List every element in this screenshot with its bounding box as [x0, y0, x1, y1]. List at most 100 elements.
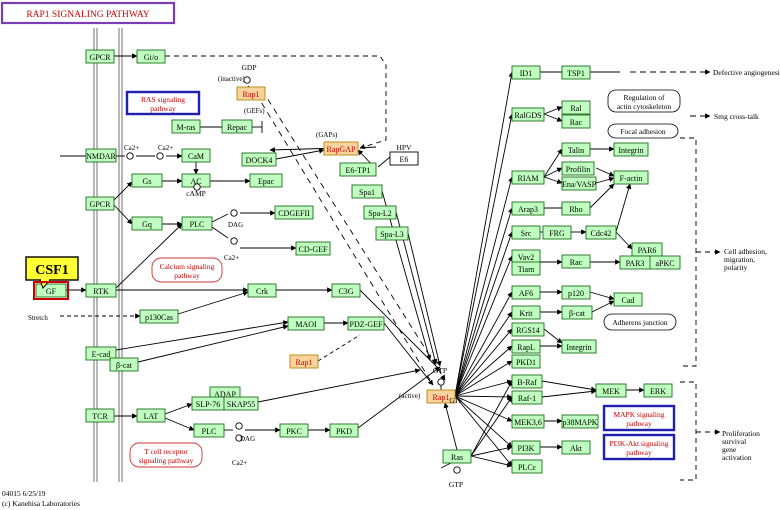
- spal2-gene-box[interactable]: Spa-L2: [363, 205, 397, 220]
- spa1-gene-box[interactable]: Spa1: [351, 184, 383, 199]
- gpcr1-gene-box[interactable]: GPCR: [85, 49, 115, 64]
- tcr-gene-box[interactable]: TCR: [85, 408, 115, 423]
- repac-gene-box[interactable]: Repac: [221, 119, 253, 134]
- gq-gene-box[interactable]: Gq: [131, 216, 163, 231]
- rapl-gene-box[interactable]: RapL: [511, 339, 541, 354]
- plc1-gene-box[interactable]: PLC: [181, 216, 213, 231]
- tsp1-gene-box[interactable]: TSP1: [561, 65, 591, 80]
- cam-gene-box[interactable]: CaM: [181, 148, 211, 163]
- lat-gene-box[interactable]: LAT: [136, 408, 166, 423]
- gpcr2-gene-box[interactable]: GPCR: [85, 196, 115, 211]
- csf1-callout: CSF1: [25, 256, 79, 289]
- enavasp-gene-box[interactable]: Ena/VASP: [561, 176, 597, 191]
- talin-gene-box[interactable]: Talin: [561, 142, 591, 157]
- maoi-label: MAOI: [295, 320, 317, 329]
- erk-gene-box[interactable]: ERK: [643, 383, 673, 398]
- edge: [454, 291, 513, 397]
- rac1-gene-box[interactable]: Rac: [561, 114, 591, 129]
- mek-gene-box[interactable]: MEK: [595, 383, 627, 398]
- slp76-gene-box[interactable]: SLP-76: [191, 396, 225, 411]
- rho-gene-box[interactable]: Rho: [561, 201, 591, 216]
- pkc-gene-box[interactable]: PKC: [279, 423, 309, 438]
- integrin2-gene-box[interactable]: Integrin: [561, 339, 597, 354]
- p38mapk-gene-box[interactable]: p38MAPK: [561, 414, 599, 429]
- maoi-gene-box[interactable]: MAOI: [287, 316, 325, 331]
- ecad-gene-box[interactable]: E-cad: [85, 346, 117, 361]
- pdzgef-gene-box[interactable]: PDZ-GEF: [347, 316, 385, 331]
- frg-gene-box[interactable]: FRG: [542, 225, 572, 240]
- cdgefi-gene-box[interactable]: CDGEFII: [274, 205, 314, 220]
- integrin1-gene-box[interactable]: Integrin: [613, 142, 649, 157]
- raf1-gene-box[interactable]: Raf-1: [511, 390, 543, 405]
- akt-gene-box[interactable]: Akt: [561, 440, 591, 455]
- rtk-gene-box[interactable]: RTK: [85, 283, 117, 298]
- braf-gene-box[interactable]: B-Raf: [511, 374, 543, 389]
- rgs14-gene-box[interactable]: RGS14: [511, 322, 545, 337]
- frg-label: FRG: [549, 229, 565, 238]
- cdc42-gene-box[interactable]: Cdc42: [585, 225, 617, 240]
- rac2-gene-box[interactable]: Rac: [561, 254, 591, 269]
- gf-gene-box[interactable]: GF: [35, 283, 67, 298]
- spal3-gene-box[interactable]: Spa-L3: [375, 226, 409, 241]
- adherens-map-link[interactable]: Adherens junction: [603, 313, 677, 331]
- edge: [317, 334, 361, 362]
- ral-gene-box[interactable]: Ral: [561, 100, 591, 115]
- nmdar-gene-box[interactable]: NMDAR: [85, 148, 117, 163]
- src-gene-box[interactable]: Src: [511, 225, 541, 240]
- rap1-active-node[interactable]: Rap1: [426, 389, 456, 404]
- af6-gene-box[interactable]: AF6: [511, 285, 541, 300]
- krit-gene-box[interactable]: Krit: [511, 305, 541, 320]
- profilin-gene-box[interactable]: Profilin: [561, 161, 595, 176]
- ac-gene-box[interactable]: AC: [181, 173, 211, 188]
- vav2-gene-box[interactable]: Vav2: [511, 249, 541, 264]
- c3g-gene-box[interactable]: C3G: [331, 283, 361, 298]
- gs-gene-box[interactable]: Gs: [131, 173, 163, 188]
- ras-gene-box[interactable]: Ras: [442, 449, 472, 464]
- pi3k-gene-box[interactable]: PI3K: [511, 440, 541, 455]
- mek36-gene-box[interactable]: MEK3,6: [511, 414, 545, 429]
- factin-gene-box[interactable]: F-actin: [613, 170, 649, 185]
- mek36-label: MEK3,6: [514, 418, 542, 427]
- id1-gene-box[interactable]: ID1: [511, 65, 541, 80]
- ralgds-gene-box[interactable]: RalGDS: [511, 107, 545, 122]
- skap55-gene-box[interactable]: SKAP55: [223, 396, 259, 411]
- par6-gene-box[interactable]: PAR6: [631, 242, 663, 257]
- slp76-label: SLP-76: [196, 400, 220, 409]
- arap3-gene-box[interactable]: Arap3: [511, 201, 545, 216]
- p130cas-label: p130Cas: [145, 313, 173, 322]
- epac-gene-box[interactable]: Epac: [249, 173, 283, 188]
- riam-gene-box[interactable]: RIAM: [511, 170, 545, 185]
- factin-label: F-actin: [620, 174, 643, 183]
- tiam-gene-box[interactable]: Tiam: [511, 261, 541, 276]
- cad-gene-box[interactable]: Cad: [613, 292, 643, 307]
- krit-label: Krit: [520, 309, 534, 318]
- pkd1-gene-box[interactable]: PKD1: [511, 354, 541, 369]
- e6tp1-gene-box[interactable]: E6-TP1: [339, 162, 377, 177]
- gio-gene-box[interactable]: Gi/o: [136, 49, 166, 64]
- p38mapk-label: p38MAPK: [562, 418, 597, 427]
- focal-map-link[interactable]: Focal adhesion: [607, 123, 679, 139]
- plce-gene-box[interactable]: PLCε: [511, 459, 543, 474]
- e6-box[interactable]: E6: [389, 151, 419, 166]
- bcat2-gene-box[interactable]: β-cat: [561, 305, 593, 320]
- p120-gene-box[interactable]: p120: [561, 285, 591, 300]
- rap1-mid-node[interactable]: Rap1: [289, 354, 319, 369]
- apkc-gene-box[interactable]: aPKC: [649, 255, 681, 270]
- mrras-gene-box[interactable]: M-ras: [171, 119, 201, 134]
- rapgap-node[interactable]: RapGAP: [323, 141, 359, 156]
- dock4-gene-box[interactable]: DOCK4: [241, 152, 277, 167]
- rap1-inactive-node[interactable]: Rap1: [236, 86, 266, 101]
- crk-gene-box[interactable]: Crk: [247, 283, 277, 298]
- plc2-gene-box[interactable]: PLC: [193, 423, 225, 438]
- cdgef-gene-box[interactable]: CD-GEF: [295, 241, 331, 256]
- par3-gene-box[interactable]: PAR3: [619, 255, 651, 270]
- p130cas-gene-box[interactable]: p130Cas: [139, 309, 179, 324]
- bcat1-gene-box[interactable]: β-cat: [109, 357, 139, 372]
- pkd-gene-box[interactable]: PKD: [329, 423, 359, 438]
